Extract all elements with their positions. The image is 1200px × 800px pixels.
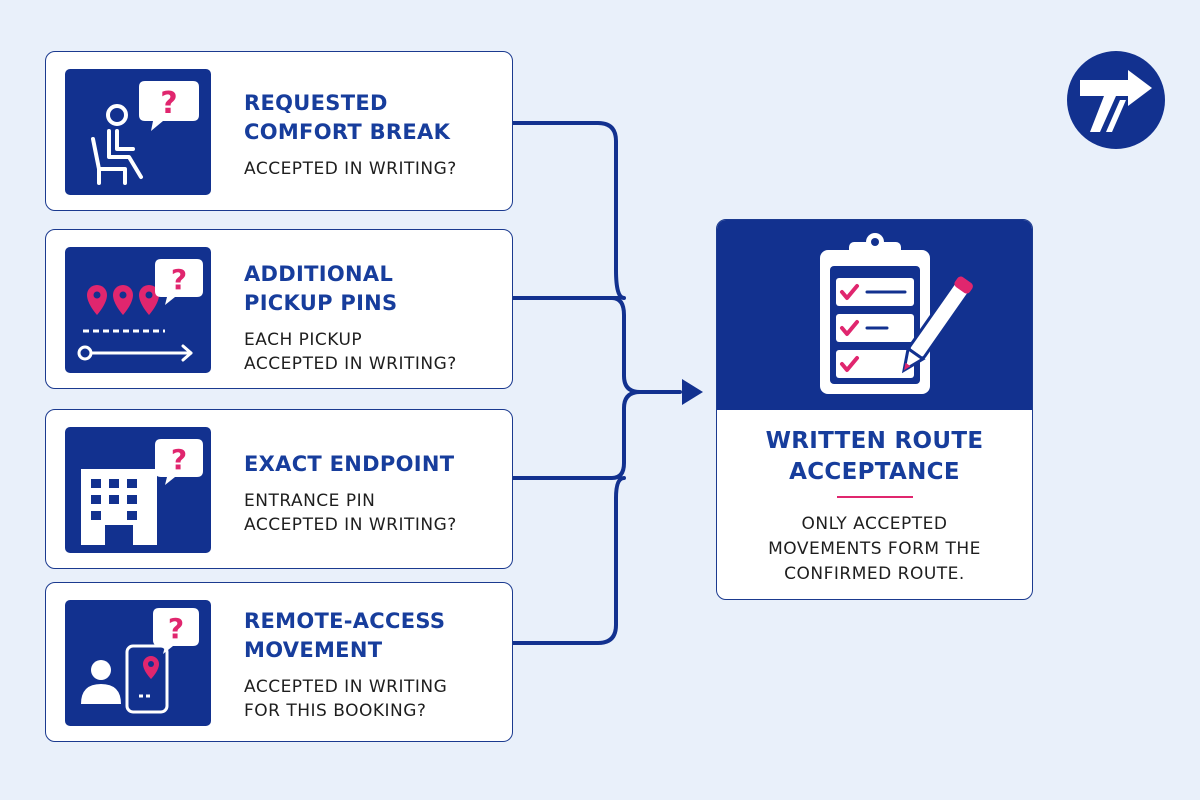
result-description: ONLY ACCEPTED MOVEMENTS FORM THE CONFIRM…: [768, 514, 981, 584]
card-title: REQUESTED COMFORT BREAK: [244, 91, 451, 144]
svg-text:?: ?: [168, 612, 184, 645]
result-title: WRITTEN ROUTE ACCEPTANCE: [765, 428, 984, 485]
arrow-head: [682, 379, 703, 405]
svg-text:?: ?: [171, 443, 187, 476]
card-title: EXACT ENDPOINT: [244, 452, 455, 476]
card-description: ACCEPTED IN WRITING FOR THIS BOOKING?: [244, 677, 448, 721]
card-title: ADDITIONAL PICKUP PINS: [244, 262, 398, 315]
card-description: EACH PICKUP ACCEPTED IN WRITING?: [244, 330, 457, 374]
check-card-exact-endpoint: ? EXACT ENDPOINT ENTRANCE PIN ACCEPTED I…: [45, 409, 513, 569]
check-card-remote-access: ? REMOTE-ACCESS MOVEMENT ACCEPTED IN WRI…: [45, 582, 513, 742]
result-card-written-route-acceptance: WRITTEN ROUTE ACCEPTANCE ONLY ACCEPTED M…: [716, 219, 1033, 600]
pickup-pins-route-question-icon: ?: [65, 247, 211, 373]
card-description: ACCEPTED IN WRITING?: [244, 159, 457, 179]
title-divider: [837, 496, 913, 498]
svg-text:?: ?: [160, 86, 177, 121]
check-card-pickup-pins: ? ADDITIONAL PICKUP PINS EACH PICKUP ACC…: [45, 229, 513, 389]
check-card-comfort-break: ? REQUESTED COMFORT BREAK ACCEPTED IN WR…: [45, 51, 513, 211]
seated-person-question-icon: ?: [65, 69, 211, 195]
clipboard-checklist-pen-icon: [717, 220, 1032, 410]
person-phone-pin-question-icon: ?: [65, 600, 211, 726]
brand-arrow-road-logo: [1066, 50, 1166, 150]
card-title: REMOTE-ACCESS MOVEMENT: [244, 609, 446, 662]
card-description: ENTRANCE PIN ACCEPTED IN WRITING?: [244, 491, 457, 535]
svg-text:?: ?: [171, 263, 187, 296]
building-question-icon: ?: [65, 427, 211, 553]
